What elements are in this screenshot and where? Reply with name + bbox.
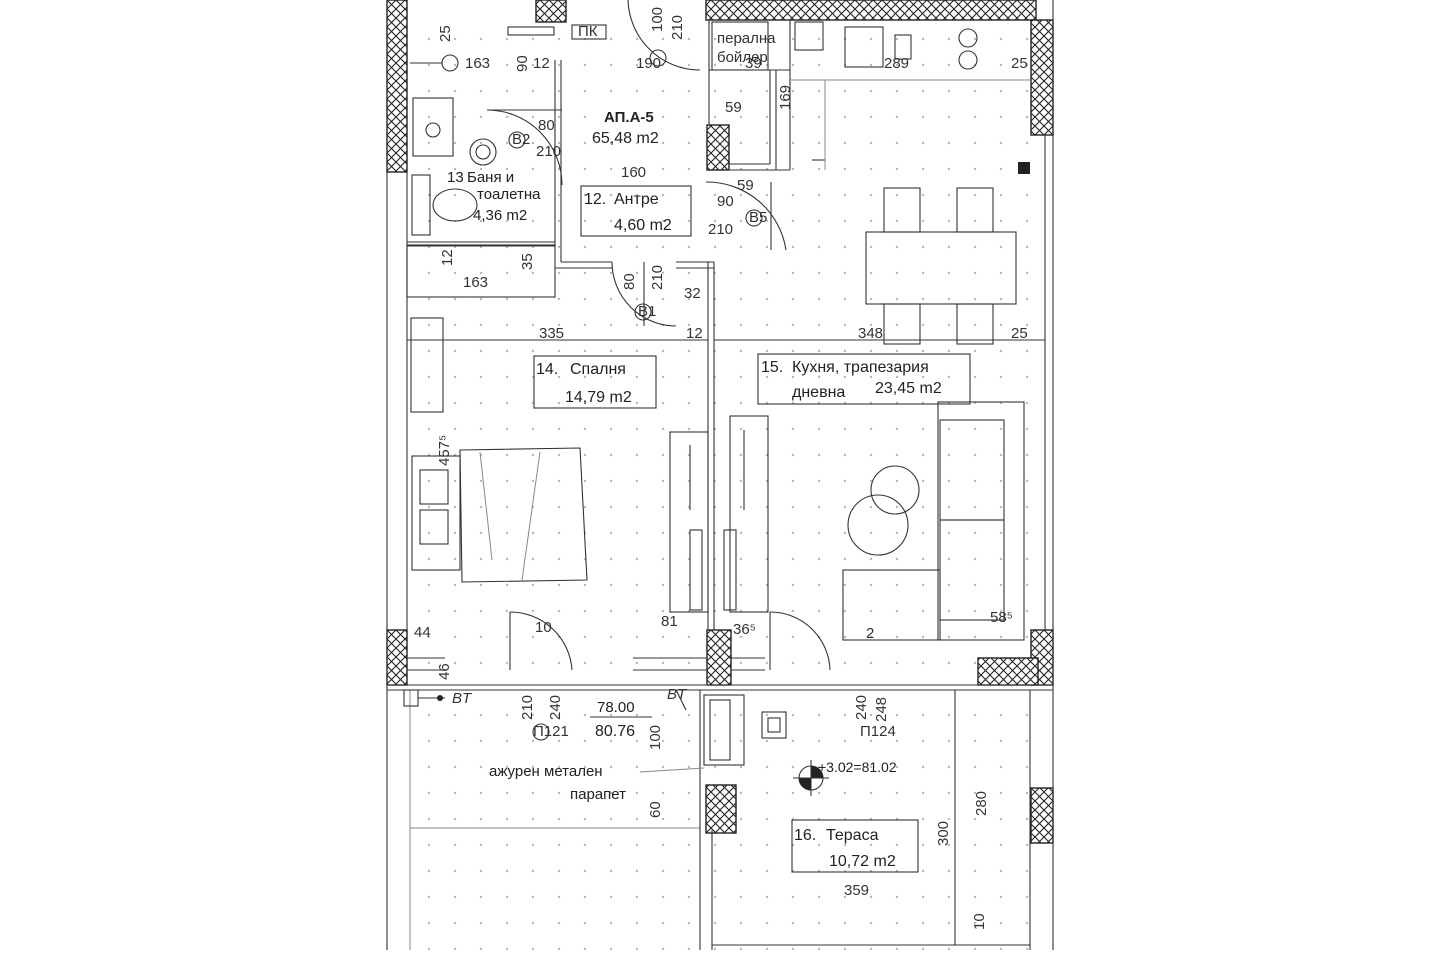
dim-300: 300 bbox=[935, 821, 952, 846]
door-tag-p124: П124 bbox=[860, 723, 896, 740]
bt-label-left: BT bbox=[452, 690, 473, 707]
dim-100-terrace: 100 bbox=[647, 725, 664, 750]
dim-240-p121: 240 bbox=[547, 695, 564, 720]
dim-359: 359 bbox=[844, 882, 869, 899]
dim-100-top: 100 bbox=[649, 7, 666, 32]
dim-280: 280 bbox=[973, 791, 990, 816]
bedroom-number: 14. bbox=[536, 361, 558, 378]
boiler-label: бойлер bbox=[717, 49, 768, 66]
dim-81: 81 bbox=[661, 613, 678, 630]
dim-25-left: 25 bbox=[437, 25, 454, 42]
level-top: 78.00 bbox=[597, 699, 635, 716]
dim-210-top: 210 bbox=[669, 15, 686, 40]
bt-label-right: BT bbox=[667, 686, 688, 703]
door-tags: B2 B5 B1 П121 П124 bbox=[508, 49, 896, 741]
bath-number: 13 bbox=[447, 169, 464, 186]
dim-210-b2: 210 bbox=[536, 143, 561, 160]
dim-10-terrace: 10 bbox=[971, 913, 988, 930]
bath-area: 4,36 m2 bbox=[473, 207, 527, 224]
dim-90-left: 90 bbox=[514, 55, 531, 72]
bedroom-name: Спалня bbox=[570, 361, 626, 378]
dim-12-mid: 12 bbox=[686, 325, 703, 342]
dim-160: 160 bbox=[621, 164, 646, 181]
washer-label: перална bbox=[717, 30, 776, 47]
dim-10-bedroom: 10 bbox=[535, 619, 552, 636]
elevation-label: +3.02=81.02 bbox=[818, 759, 897, 775]
dimension-labels: 163 12 190 39 289 25 59 80 210 160 59 90… bbox=[414, 55, 1028, 899]
kitchen-fixtures bbox=[711, 21, 1030, 174]
living-number: 15. bbox=[761, 359, 783, 376]
dim-348: 348 bbox=[858, 325, 883, 342]
door-tag-b2: B2 bbox=[512, 131, 530, 148]
parapet-note-line1: ажурен метален bbox=[489, 763, 603, 780]
dim-210-p121: 210 bbox=[519, 695, 536, 720]
dim-457-5: 457⁵ bbox=[436, 435, 453, 466]
terrace-number: 16. bbox=[794, 827, 816, 844]
elevation-marker bbox=[793, 760, 829, 796]
dim-163-mid: 163 bbox=[463, 274, 488, 291]
dim-289: 289 bbox=[884, 55, 909, 72]
dim-163-top: 163 bbox=[465, 55, 490, 72]
double-bed bbox=[411, 447, 588, 583]
dim-44: 44 bbox=[414, 624, 431, 641]
pk-label: ПК bbox=[578, 23, 598, 40]
built-in-units bbox=[406, 244, 769, 613]
dim-59-upper: 59 bbox=[725, 99, 742, 116]
door-tag-p121: П121 bbox=[533, 723, 569, 740]
dim-248: 248 bbox=[873, 697, 890, 722]
dining-table bbox=[865, 187, 1017, 345]
dim-90-b5: 90 bbox=[717, 193, 734, 210]
dim-190: 190 bbox=[636, 55, 661, 72]
bedroom-area: 14,79 m2 bbox=[565, 389, 632, 406]
living-name-line1: Кухня, трапезария bbox=[792, 359, 929, 376]
dim-240-p124: 240 bbox=[853, 695, 870, 720]
living-furniture bbox=[842, 401, 1025, 641]
dim-12-left: 12 bbox=[439, 249, 456, 266]
dim-35: 35 bbox=[519, 253, 536, 270]
terrace-name: Тераса bbox=[826, 827, 879, 844]
dim-25-mid: 25 bbox=[1011, 325, 1028, 342]
dim-60: 60 bbox=[647, 801, 664, 818]
dim-25-right: 25 bbox=[1011, 55, 1028, 72]
level-bottom: 80.76 bbox=[595, 723, 635, 740]
dim-32: 32 bbox=[684, 285, 701, 302]
door-tag-b1: B1 bbox=[638, 303, 656, 320]
hall-area: 4,60 m2 bbox=[614, 217, 672, 234]
door-swings bbox=[486, 0, 831, 671]
living-area: 23,45 m2 bbox=[875, 380, 942, 397]
bathroom-fixtures bbox=[410, 24, 607, 236]
terrace-area: 10,72 m2 bbox=[829, 853, 896, 870]
hall-number: 12. bbox=[584, 191, 606, 208]
level-labels: 78.00 80.76 +3.02=81.02 ажурен метален п… bbox=[489, 699, 897, 803]
bath-name-line2: тоалетна bbox=[477, 186, 541, 203]
dim-58-5: 58⁵ bbox=[990, 609, 1013, 626]
dim-80-b1: 80 bbox=[621, 273, 638, 290]
apartment-area: 65,48 m2 bbox=[592, 130, 659, 147]
terrace-equipment bbox=[403, 689, 787, 773]
dim-169: 169 bbox=[777, 85, 794, 110]
apartment-id: АП.А-5 bbox=[604, 109, 654, 126]
dimension-labels-vertical: 25 90 100 210 169 12 35 80 210 457⁵ 46 2… bbox=[436, 7, 990, 930]
room-labels: АП.А-5 65,48 m2 13 Баня и тоалетна 4,36 … bbox=[447, 109, 971, 873]
bath-name-line1: Баня и bbox=[467, 169, 514, 186]
dim-12-top: 12 bbox=[533, 55, 550, 72]
dim-59-lower: 59 bbox=[737, 177, 754, 194]
dim-46: 46 bbox=[436, 663, 453, 680]
dim-80-b2: 80 bbox=[538, 117, 555, 134]
dim-210-b5: 210 bbox=[708, 221, 733, 238]
dim-39: 39 bbox=[745, 55, 762, 72]
hall-name: Антре bbox=[614, 191, 659, 208]
parapet-note-line2: парапет bbox=[570, 786, 626, 803]
dim-335: 335 bbox=[539, 325, 564, 342]
outer-outline bbox=[386, 0, 1054, 950]
dim-36-5: 36⁵ bbox=[733, 621, 756, 638]
dim-210-b1: 210 bbox=[649, 265, 666, 290]
living-name-line2: дневна bbox=[792, 384, 845, 401]
interior-partitions bbox=[407, 20, 1045, 950]
dim-2: 2 bbox=[866, 625, 874, 642]
equipment-labels: ПК перална бойлер BT BT bbox=[452, 23, 776, 707]
door-tag-b5: B5 bbox=[749, 209, 767, 226]
